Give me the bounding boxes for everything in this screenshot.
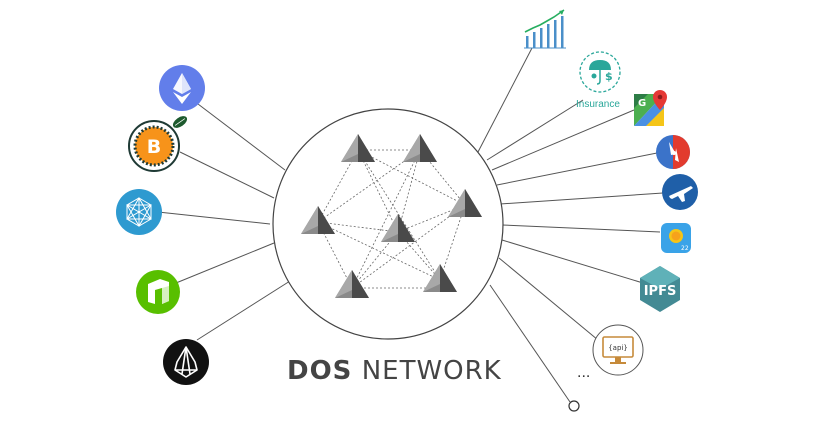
title-bold: DOS: [287, 356, 352, 386]
svg-text:B: B: [147, 136, 161, 158]
ethereum-icon: [159, 65, 205, 111]
neo-icon: [136, 270, 180, 314]
svg-text:$: $: [605, 70, 613, 83]
svg-text:22: 22: [681, 245, 689, 252]
diagram-title: DOS NETWORK: [287, 356, 502, 386]
api-monitor-icon: {api}: [593, 325, 643, 375]
stock-chart-icon: [524, 10, 566, 48]
insurance-label: Insurance: [576, 99, 620, 110]
flight-status-icon: [656, 135, 690, 169]
more-endpoint-circle: [569, 401, 579, 411]
more-ellipsis: ...: [577, 364, 590, 382]
svg-text:IPFS: IPFS: [644, 284, 677, 299]
qtum-icon: [116, 189, 162, 235]
weather-icon: 22: [661, 223, 691, 253]
airplane-icon: [662, 174, 698, 210]
google-maps-icon: G: [634, 90, 667, 126]
bitcoin-icon: B: [129, 114, 189, 171]
svg-text:G: G: [638, 98, 646, 109]
insurance-icon: $: [580, 52, 620, 92]
eos-icon: [163, 339, 209, 385]
title-rest: NETWORK: [362, 356, 502, 386]
ipfs-icon: IPFS: [640, 266, 680, 312]
svg-text:{api}: {api}: [608, 344, 628, 352]
